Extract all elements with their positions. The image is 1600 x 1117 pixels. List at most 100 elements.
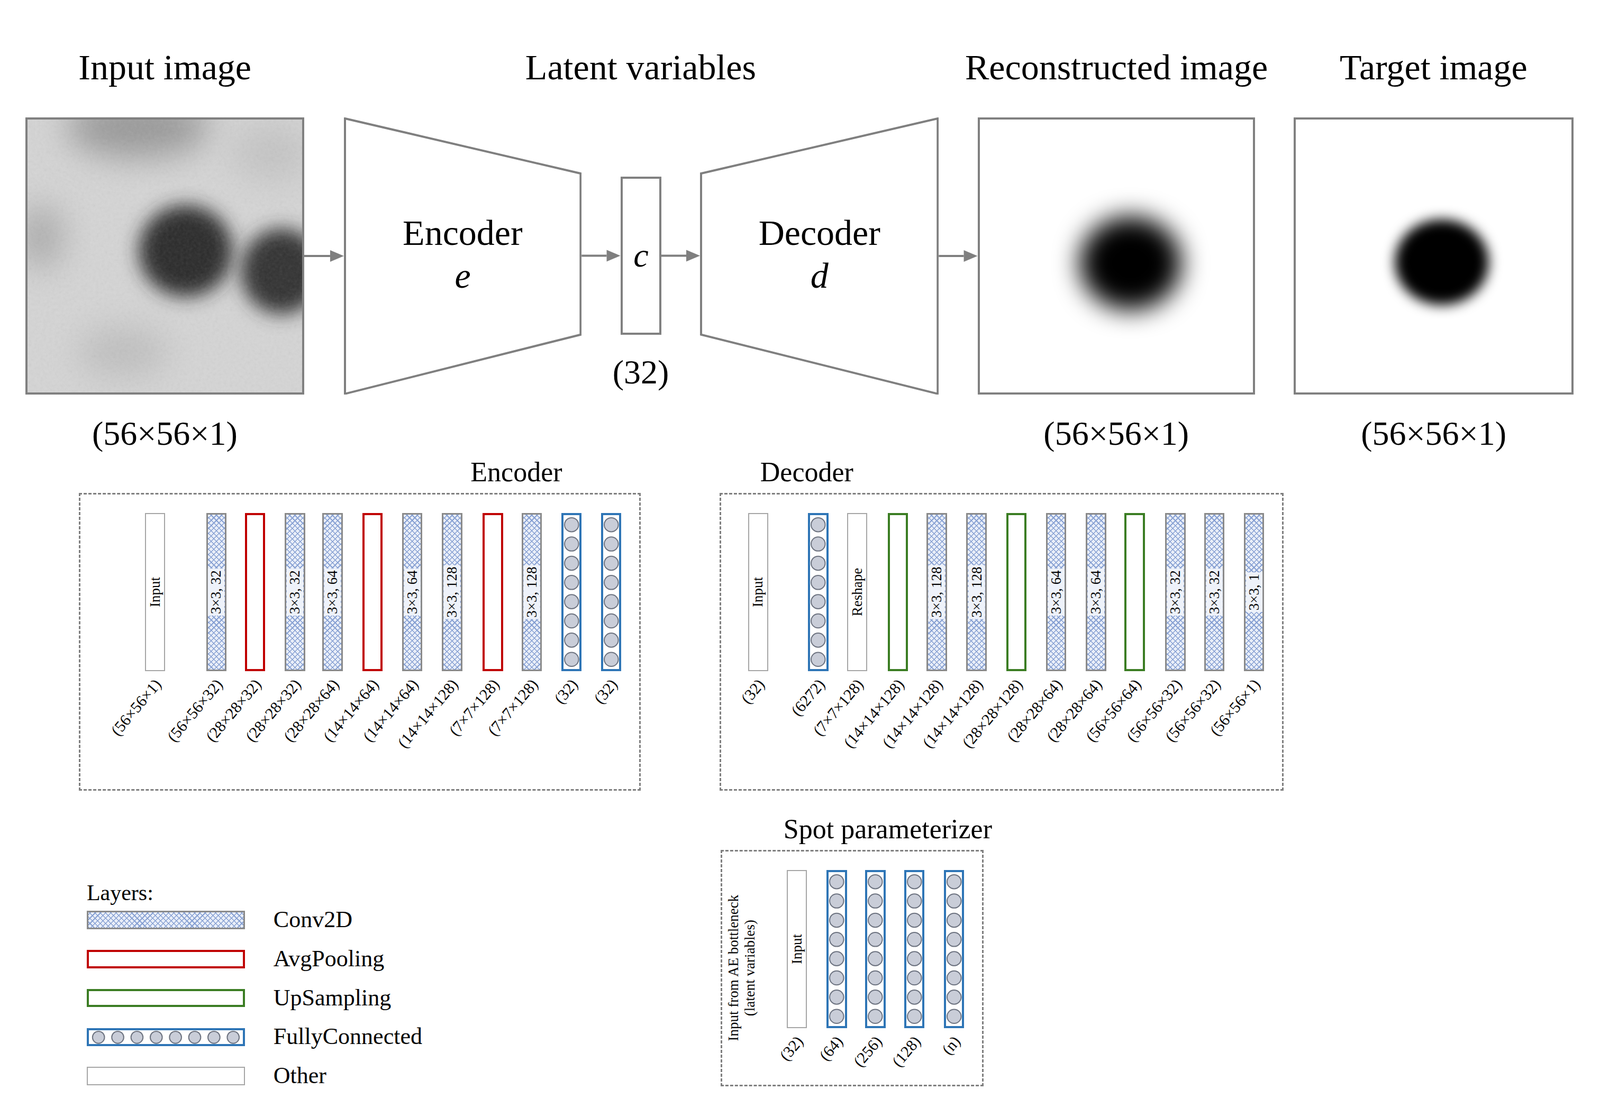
neuron <box>150 1031 163 1044</box>
neuron-circles <box>563 515 580 670</box>
legend-text: UpSampling <box>273 985 392 1013</box>
shape-label: (32) <box>550 676 583 708</box>
legend-swatch <box>86 911 245 930</box>
neuron <box>947 875 962 890</box>
neuron <box>947 913 962 929</box>
arrow-head <box>964 250 978 262</box>
avgpooling-layer: (14×14×64) <box>362 513 384 672</box>
target-spot-image <box>1293 117 1574 396</box>
layer-name: 3×3, 32 <box>1205 568 1223 616</box>
conv2d-layer: 3×3, 32(56×56×32) <box>1204 513 1225 672</box>
other-layer: Input(32) <box>786 870 808 1029</box>
neuron <box>868 951 883 967</box>
legend-text: FullyConnected <box>273 1023 423 1051</box>
arrow-shaft <box>304 255 331 258</box>
shape-label: (32) <box>776 1033 808 1066</box>
arrow-head <box>330 250 344 262</box>
panel-title: Decoder <box>760 456 854 489</box>
fully-connected-layer: (256) <box>865 870 886 1029</box>
neuron <box>829 894 844 909</box>
neuron <box>829 913 844 929</box>
dimension-label: (56×56×1) <box>92 414 238 454</box>
neuron <box>604 633 619 648</box>
panel-title: Encoder <box>470 456 562 489</box>
legend-swatch <box>86 989 245 1008</box>
image-title: Reconstructed image <box>861 46 1372 90</box>
encoder-block: Encodere <box>343 117 582 396</box>
fully-connected-layer: (32) <box>601 513 622 672</box>
shape-label: (128) <box>888 1033 925 1072</box>
fully-connected-layer: (6272) <box>807 513 829 672</box>
latent-symbol: c <box>633 235 649 276</box>
neuron <box>811 633 826 648</box>
other-layer: Input(32) <box>748 513 769 672</box>
neuron <box>811 614 826 629</box>
legend-swatch <box>86 1028 245 1048</box>
conv2d-layer: 3×3, 128(14×14×128) <box>966 513 987 672</box>
neuron-circles <box>603 515 620 670</box>
legend-text: AvgPooling <box>273 946 385 974</box>
arrow-shaft <box>661 255 687 258</box>
neuron <box>947 1010 962 1025</box>
neuron-circles <box>88 1030 243 1045</box>
shape-label: (256) <box>849 1033 886 1072</box>
neuron <box>868 894 883 909</box>
dashed-panel: Spot parameterizerInput from AE bottlene… <box>720 850 985 1087</box>
layer-name: 3×3, 64 <box>1087 568 1105 616</box>
flow-arrow <box>661 250 700 262</box>
shape-label: (n) <box>938 1033 965 1060</box>
neuron <box>907 971 922 986</box>
shape-label: (56×56×1) <box>107 676 166 741</box>
neuron <box>829 971 844 986</box>
layer-name: 3×3, 1 <box>1246 572 1263 613</box>
neuron <box>829 875 844 890</box>
layer-name: 3×3, 32 <box>286 568 304 616</box>
upsampling-layer: (14×14×128) <box>887 513 909 672</box>
conv2d-layer: 3×3, 128(14×14×128) <box>926 513 948 672</box>
neuron <box>564 633 579 648</box>
avgpooling-layer: (28×28×32) <box>244 513 266 672</box>
neuron <box>829 932 844 948</box>
flow-arrow <box>938 250 978 262</box>
neuron <box>868 990 883 1005</box>
layer-name: Input <box>749 575 767 609</box>
neuron <box>564 537 579 552</box>
conv2d-layer: 3×3, 1(56×56×1) <box>1243 513 1265 672</box>
neuron <box>868 932 883 948</box>
dimension-label: (32) <box>612 352 670 393</box>
image-panel: Input image(56×56×1) <box>25 117 305 396</box>
fully-connected-layer: (64) <box>826 870 848 1029</box>
neuron <box>604 652 619 668</box>
neuron <box>947 932 962 948</box>
neuron <box>868 875 883 890</box>
layer-name: Input <box>788 932 806 967</box>
dimension-label: (56×56×1) <box>1043 414 1189 454</box>
neuron <box>947 951 962 967</box>
neuron <box>564 652 579 668</box>
shape-label: (32) <box>590 676 622 708</box>
conv2d-layer: 3×3, 32(28×28×32) <box>284 513 306 672</box>
neuron <box>604 614 619 629</box>
layer-name: 3×3, 64 <box>324 568 341 616</box>
shape-label: (64) <box>815 1033 848 1066</box>
image-panel: Target image(56×56×1) <box>1293 117 1574 396</box>
neuron <box>868 971 883 986</box>
neuron <box>829 951 844 967</box>
neuron <box>811 517 826 533</box>
neuron <box>564 594 579 609</box>
fully-connected-layer: (n) <box>943 870 965 1029</box>
layer-name: 3×3, 64 <box>403 568 421 616</box>
neuron-circles <box>906 872 923 1027</box>
arrow-shaft <box>581 255 607 258</box>
flow-arrow <box>304 250 344 262</box>
arrow-head <box>606 250 621 262</box>
avgpooling-layer: (7×7×128) <box>482 513 504 672</box>
other-layer: Input(56×56×1) <box>144 513 166 672</box>
neuron <box>604 575 619 590</box>
neuron <box>604 556 619 571</box>
neuron-circles <box>946 872 963 1027</box>
conv2d-layer: 3×3, 128(14×14×128) <box>441 513 463 672</box>
neuron <box>947 971 962 986</box>
neuron <box>111 1031 124 1044</box>
neuron <box>868 913 883 929</box>
